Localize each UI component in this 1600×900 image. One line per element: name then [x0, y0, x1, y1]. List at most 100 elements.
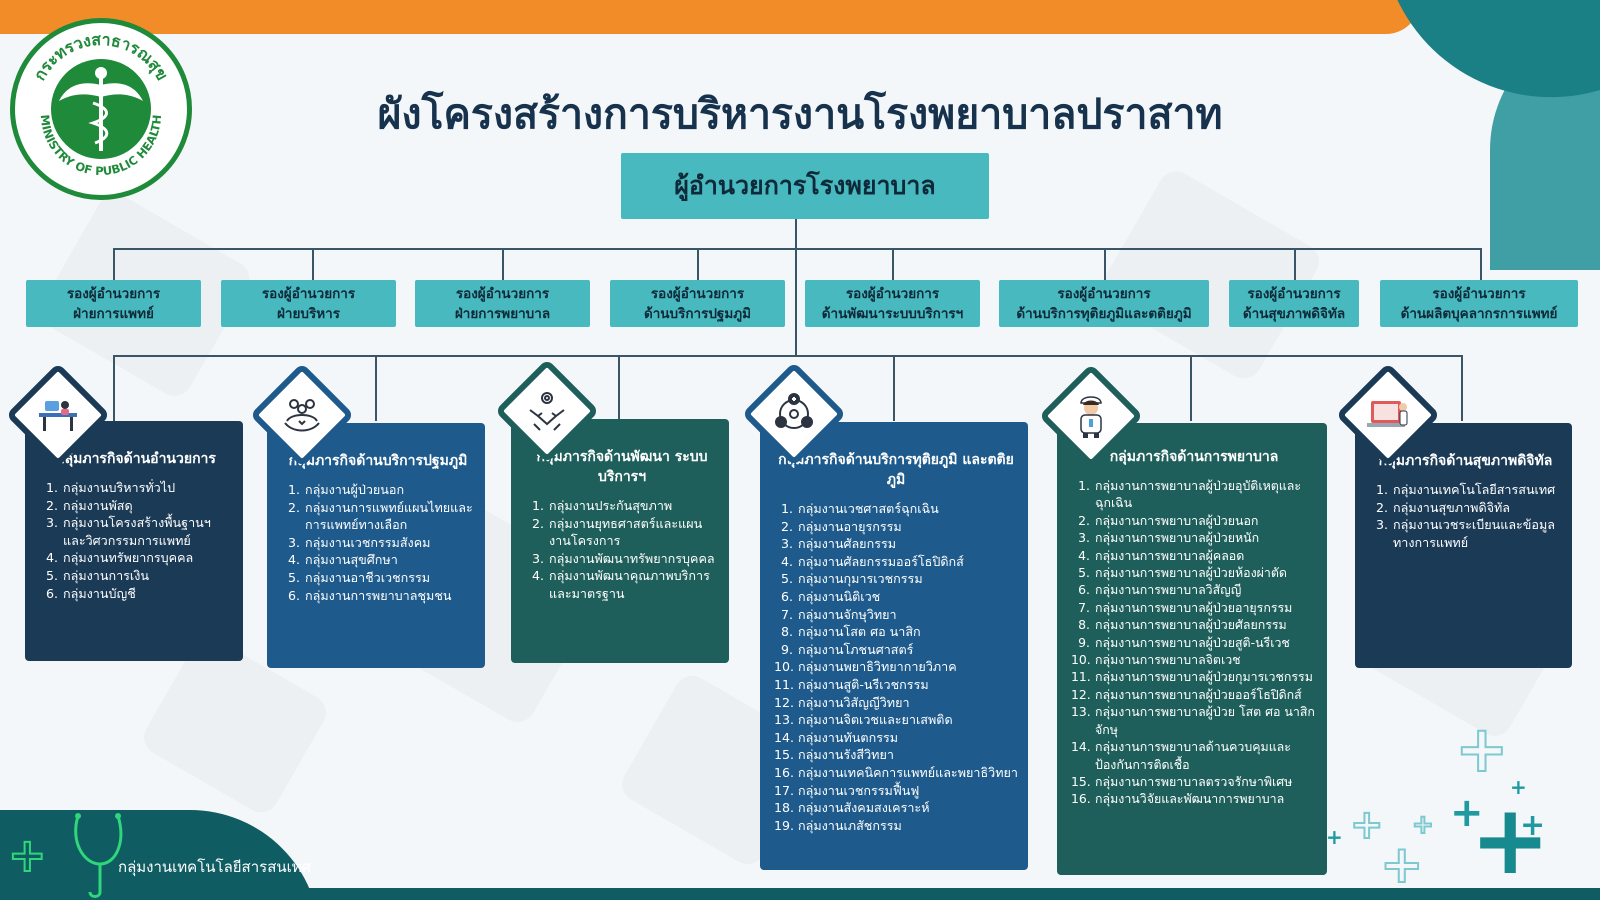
list-item: 4.กลุ่มงานพัฒนาคุณภาพบริการและมาตรฐาน: [531, 568, 710, 601]
nurse-icon: [1061, 386, 1121, 446]
deputy-area: ด้านบริการทุติยภูมิและตติยภูมิ: [1016, 305, 1192, 322]
deputy-title: รองผู้อำนวยการ: [66, 285, 161, 302]
group-title: กลุ่มภารกิจด้านการพยาบาล: [1109, 449, 1279, 465]
list-item: 13.กลุ่มงานจิตเวชและยาเสพติด: [774, 712, 953, 728]
connector-line: [795, 219, 797, 355]
bottom-strip: [0, 888, 1600, 900]
connector-line: [113, 355, 115, 421]
deputy-title: รองผู้อำนวยการ: [1247, 285, 1341, 302]
list-item: 1.กลุ่มงานการพยาบาลผู้ป่วยอุบัติเหตุและฉ…: [1078, 478, 1302, 511]
list-item: 3.กลุ่มงานโครงสร้างพื้นฐานฯและวิศวกรรมกา…: [45, 515, 211, 548]
plus-decoration: +: [1379, 835, 1425, 895]
office-work-icon: [28, 385, 88, 445]
list-item: 4.กลุ่มงานสุขศึกษา: [287, 552, 398, 568]
group-list: 1.กลุ่มงานบริหารทั่วไป 2.กลุ่มงานพัสดุ 3…: [39, 479, 233, 602]
list-item: 1.กลุ่มงานบริหารทั่วไป: [45, 480, 176, 495]
teamwork-gear-icon: [517, 381, 577, 441]
group-list: 1.กลุ่มงานประกันสุขภาพ 2.กลุ่มงานยุทธศาส…: [525, 497, 719, 603]
list-item: 16.กลุ่มงานวิจัยและพัฒนาการพยาบาล: [1071, 791, 1285, 807]
group-list: 1.กลุ่มงานเทคโนโลยีสารสนเทศ 2.กลุ่มงานสุ…: [1369, 481, 1562, 551]
group-card-administration: กลุ่มภารกิจด้านอำนวยการ 1.กลุ่มงานบริหาร…: [25, 421, 243, 661]
top-orange-banner: [0, 0, 1420, 34]
list-item: 2.กลุ่มงานสุขภาพดิจิทัล: [1375, 499, 1511, 515]
list-item: 2.กลุ่มงานยุทธศาสตร์และแผนงานโครงการ: [531, 515, 703, 549]
list-item: 3.กลุ่มงานการพยาบาลผู้ป่วยหนัก: [1078, 530, 1260, 546]
group-title: กลุ่มภารกิจด้านพัฒนา ระบบบริการฯ: [536, 449, 708, 485]
deputy-title: รองผู้อำนวยการ: [455, 285, 550, 302]
connector-line: [1480, 248, 1482, 280]
group-title: กลุ่มภารกิจด้านบริการทุติยภูมิ และตติยภู…: [778, 452, 1014, 488]
list-item: 18.กลุ่มงานสังคมสงเคราะห์: [774, 800, 930, 816]
list-item: 13.กลุ่มงานการพยาบาลผู้ป่วย โสต ศอ นาสิก…: [1071, 704, 1315, 737]
plus-decoration: +: [1326, 825, 1343, 849]
list-item: 1.กลุ่มงานประกันสุขภาพ: [531, 498, 673, 513]
deputy-secondary-tertiary: รองผู้อำนวยการ ด้านบริการทุติยภูมิและตติ…: [999, 280, 1209, 327]
list-item: 11.กลุ่มงานสูติ-นรีเวชกรรม: [774, 676, 929, 692]
list-item: 4.กลุ่มงานการพยาบาลผู้คลอด: [1078, 547, 1245, 563]
list-item: 5.กลุ่มงานอาชีวเวชกรรม: [287, 569, 431, 585]
ministry-logo: กระทรวงสาธารณสุข MINISTRY OF PUBLIC HEAL…: [10, 18, 192, 200]
community-care-icon: [272, 385, 332, 445]
group-card-digital-health: กลุ่มภารกิจด้านสุขภาพดิจิทัล 1.กลุ่มงานเ…: [1355, 423, 1572, 668]
connector-line: [502, 248, 504, 280]
list-item: 5.กลุ่มงานการพยาบาลผู้ป่วยห้องผ่าตัด: [1078, 565, 1287, 581]
list-item: 15.กลุ่มงานการพยาบาลตรวจรักษาพิเศษ: [1071, 773, 1293, 789]
deputy-administration: รองผู้อำนวยการ ฝ่ายบริหาร: [221, 280, 396, 327]
list-item: 16.กลุ่มงานเทคนิคการแพทย์และพยาธิวิทยา: [774, 764, 1018, 780]
connector-line: [312, 248, 314, 280]
list-item: 14.กลุ่มงานการพยาบาลด้านควบคุมและป้องกัน…: [1071, 739, 1291, 772]
deputy-title: รองผู้อำนวยการ: [650, 285, 745, 302]
stethoscope-icon: [74, 813, 123, 898]
list-item: 7.กลุ่มงานจักษุวิทยา: [780, 606, 897, 622]
group-title: กลุ่มภารกิจด้านบริการปฐมภูมิ: [288, 453, 468, 469]
list-item: 8.กลุ่มงานโสต ศอ นาสิก: [780, 624, 921, 640]
list-item: 10.กลุ่มงานการพยาบาลจิตเวช: [1071, 652, 1241, 668]
plus-decoration: +: [7, 828, 48, 882]
list-item: 5.กลุ่มงานกุมารเวชกรรม: [780, 571, 923, 587]
group-list: 1.กลุ่มงานเวชศาสตร์ฉุกเฉิน 2.กลุ่มงานอาย…: [774, 500, 1018, 834]
list-item: 3.กลุ่มงานเวชระเบียนและข้อมูลทางการแพทย์: [1375, 517, 1556, 550]
plus-decoration: +: [1510, 775, 1527, 799]
list-item: 6.กลุ่มงานการพยาบาลชุมชน: [287, 587, 452, 603]
connector-line: [697, 248, 699, 280]
list-item: 8.กลุ่มงานการพยาบาลผู้ป่วยศัลยกรรม: [1078, 617, 1287, 633]
deputy-medical-workforce: รองผู้อำนวยการ ด้านผลิตบุคลากรการแพทย์: [1380, 280, 1578, 327]
group-card-nursing: กลุ่มภารกิจด้านการพยาบาล 1.กลุ่มงานการพย…: [1057, 423, 1327, 875]
connector-line: [1190, 355, 1192, 421]
group-card-primary-care: กลุ่มภารกิจด้านบริการปฐมภูมิ 1.กลุ่มงานผ…: [267, 423, 485, 668]
list-item: 3.กลุ่มงานเวชกรรมสังคม: [287, 534, 431, 550]
list-item: 3.กลุ่มงานพัฒนาทรัพยากรบุคคล: [531, 550, 715, 566]
bg-hexagon: [1094, 165, 1326, 385]
group-card-secondary-tertiary: กลุ่มภารกิจด้านบริการทุติยภูมิ และตติยภู…: [760, 422, 1028, 870]
director-box: ผู้อำนวยการโรงพยาบาล: [621, 153, 989, 219]
connector-line: [618, 355, 620, 421]
list-item: 9.กลุ่มงานโภชนศาสตร์: [780, 641, 914, 657]
connector-line: [113, 248, 1482, 250]
list-item: 14.กลุ่มงานทันตกรรม: [774, 729, 899, 745]
connector-line: [892, 248, 894, 280]
list-item: 6.กลุ่มงานนิติเวช: [780, 588, 881, 604]
deputy-primary-care: รองผู้อำนวยการ ด้านบริการปฐมภูมิ: [610, 280, 785, 327]
list-item: 9.กลุ่มงานการพยาบาลผู้ป่วยสูติ-นรีเวช: [1078, 634, 1290, 650]
deputy-area: ฝ่ายการแพทย์: [73, 305, 154, 322]
list-item: 2.กลุ่มงานอายุรกรรม: [780, 518, 902, 534]
list-item: 12.กลุ่มงานวิสัญญีวิทยา: [774, 694, 910, 710]
connector-line: [1104, 248, 1106, 280]
list-item: 1.กลุ่มงานเทคโนโลยีสารสนเทศ: [1375, 482, 1556, 497]
list-item: 1.กลุ่มงานผู้ป่วยนอก: [287, 482, 405, 497]
list-item: 5.กลุ่มงานการเงิน: [45, 567, 149, 583]
deputy-area: ฝ่ายการพยาบาล: [454, 305, 551, 322]
list-item: 1.กลุ่มงานเวชศาสตร์ฉุกเฉิน: [780, 501, 939, 516]
list-item: 15.กลุ่มงานรังสีวิทยา: [774, 747, 894, 763]
page-title: ผังโครงสร้างการบริหารงานโรงพยาบาลปราสาท: [377, 90, 1223, 138]
connector-line: [893, 355, 895, 421]
list-item: 10.กลุ่มงานพยาธิวิทยากายวิภาค: [774, 659, 957, 675]
group-list: 1.กลุ่มงานการพยาบาลผู้ป่วยอุบัติเหตุและฉ…: [1071, 477, 1317, 808]
deputy-title: รองผู้อำนวยการ: [1432, 285, 1526, 302]
group-title: กลุ่มภารกิจด้านสุขภาพดิจิทัล: [1378, 453, 1553, 469]
plus-decoration: +: [1349, 802, 1384, 848]
deputy-title: รองผู้อำนวยการ: [1057, 285, 1151, 302]
plus-decoration: +: [1411, 810, 1435, 840]
medical-network-icon: [764, 384, 824, 444]
